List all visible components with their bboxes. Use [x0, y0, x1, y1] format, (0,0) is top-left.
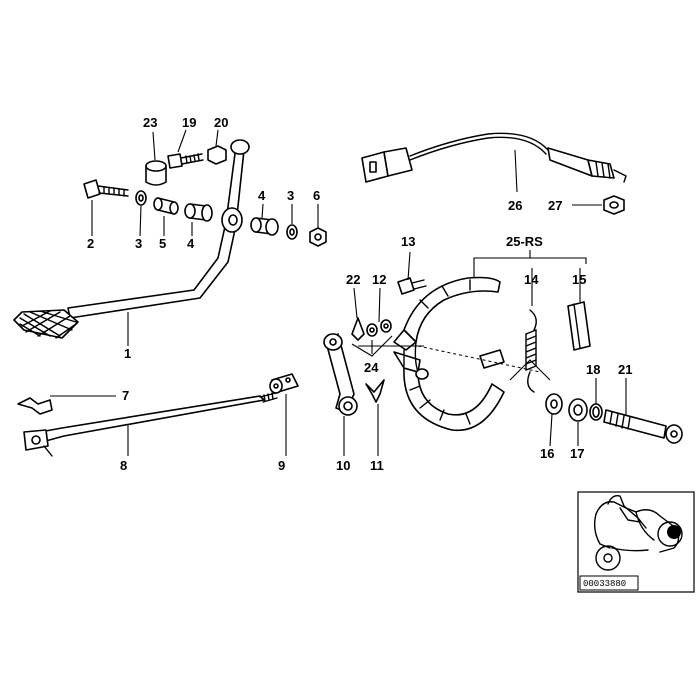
label-13: 11 [370, 458, 384, 473]
label-21: 21 [618, 362, 632, 377]
cam-leaders [549, 378, 627, 447]
nut-27 [603, 195, 625, 215]
label-23: 24 [364, 360, 379, 375]
label-2: 2 [87, 236, 94, 251]
label-1: 1 [124, 346, 131, 361]
label-7: 19 [182, 115, 196, 130]
label-10: 8 [120, 458, 127, 473]
washer-14 [366, 319, 392, 337]
clip-9 [17, 397, 53, 415]
label-4b: 4 [258, 188, 266, 203]
bushing-4b [250, 217, 279, 236]
label-15: 13 [401, 234, 415, 249]
lever-12 [323, 333, 358, 416]
label-25-rs: 25-RS [506, 234, 543, 249]
brake-shoes-25 [393, 250, 587, 432]
trunnion-11 [269, 373, 299, 394]
spring-16 [509, 268, 551, 393]
seal-18 [545, 393, 563, 415]
label-6: 6 [313, 188, 320, 203]
washer-3a [135, 190, 147, 206]
inset-code: 00033880 [583, 579, 626, 589]
wing-nut-13 [365, 379, 385, 403]
cable-leaders [514, 149, 602, 206]
brake-rod-10 [23, 392, 278, 457]
nut-6 [309, 227, 327, 247]
bushing-4a [184, 203, 213, 222]
label-8: 20 [214, 115, 228, 130]
label-18: 16 [540, 446, 554, 461]
sleeve-17 [567, 268, 591, 351]
label-14: 12 [372, 272, 386, 287]
nut-8 [207, 145, 227, 165]
label-26: 26 [508, 198, 522, 213]
inset-highlight-dot [667, 525, 681, 539]
motorcycle-inset: 00033880 [577, 491, 695, 593]
cap-24 [145, 160, 167, 186]
label-9: 7 [122, 388, 129, 403]
label-27: 27 [548, 198, 562, 213]
pedal-leaders [91, 129, 319, 346]
oring-20 [589, 403, 603, 421]
label-12: 10 [336, 458, 350, 473]
washer-19 [568, 398, 588, 422]
callout-labels: 23 19 20 2 3 5 4 4 3 6 1 7 8 9 10 11 22 … [87, 115, 632, 473]
bolt-2 [83, 179, 129, 199]
label-20: 18 [586, 362, 600, 377]
cam-shaft-21 [603, 409, 683, 444]
sleeve-5 [153, 197, 179, 215]
screw-15 [397, 277, 427, 295]
wear-indicator-22 [351, 317, 365, 341]
label-17: 15 [572, 272, 586, 287]
bolt-7 [167, 153, 204, 169]
washer-3b [286, 224, 298, 240]
label-3b: 3 [287, 188, 294, 203]
label-16: 14 [524, 272, 539, 287]
label-4a: 4 [187, 236, 195, 251]
label-11: 9 [278, 458, 285, 473]
label-3a: 3 [135, 236, 142, 251]
label-24: 23 [143, 115, 157, 130]
label-19: 17 [570, 446, 584, 461]
brake-pedal [13, 139, 250, 339]
linkage-leaders [50, 251, 411, 456]
label-22: 22 [346, 272, 360, 287]
label-5: 5 [159, 236, 166, 251]
brake-switch-cable-26 [361, 132, 627, 183]
